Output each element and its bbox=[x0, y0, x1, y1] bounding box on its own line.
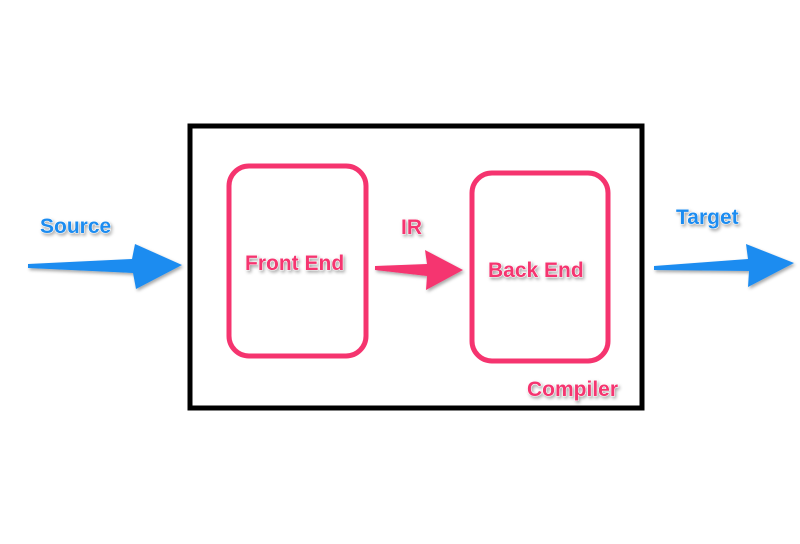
target-label: Target bbox=[676, 206, 739, 229]
target-arrow bbox=[654, 244, 794, 287]
back-end-label: Back End bbox=[488, 259, 584, 282]
front-end-box bbox=[226, 163, 369, 359]
ir-label: IR bbox=[401, 216, 422, 239]
ir-arrow bbox=[375, 250, 463, 290]
compiler-label: Compiler bbox=[527, 378, 618, 401]
back-end-box bbox=[469, 170, 611, 364]
compiler-box bbox=[187, 123, 645, 411]
source-label: Source bbox=[40, 215, 111, 238]
source-arrow bbox=[28, 244, 182, 289]
front-end-label: Front End bbox=[245, 252, 344, 275]
